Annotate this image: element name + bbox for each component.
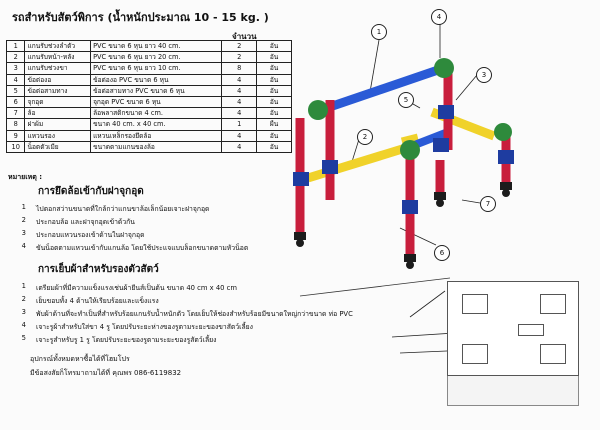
parts-cell-qty: 4 — [221, 140, 258, 153]
tail-hole — [518, 324, 544, 336]
step-text: ประกอบแหวนรองเข้าด้านในฝาจุกอุด — [36, 231, 145, 239]
fabric-hem-strip — [447, 376, 579, 406]
callout-5: 5 — [398, 92, 414, 108]
step-number: 3 — [21, 308, 26, 316]
parts-cell-spec: ขนาดตามแกนของล้อ — [90, 140, 223, 153]
section1-step: 4 ขันน็อตตามแหวนเข้ากับแกนล้อ โดยใช้ประแจ… — [18, 242, 249, 253]
step-number: 1 — [21, 282, 26, 290]
step-text: เย็บขอบทั้ง 4 ด้านให้เรียบร้อยและแข็งแรง — [36, 297, 159, 305]
section1-heading: การยึดล้อเข้ากับฝาจุกอุด — [38, 186, 144, 197]
fabric-layout-diagram — [447, 281, 579, 376]
step-number: 2 — [21, 295, 26, 303]
parts-cell-unit: อัน — [256, 129, 292, 142]
parts-cell-no: 8 — [5, 118, 26, 131]
callout-2: 2 — [357, 129, 373, 145]
step-number: 1 — [21, 203, 26, 211]
parts-cell-unit: อัน — [256, 140, 292, 153]
step-text: ประกอบล้อ และฝาจุกอุดเข้าด้วกัน — [36, 218, 135, 226]
document-title: รถสำหรับสัตว์พิการ (น้ำหนักประมาณ 10 - 1… — [12, 11, 269, 24]
leg-hole — [540, 294, 566, 314]
parts-cell-no: 10 — [5, 140, 26, 153]
section2-step: 3 พับผ้าด้านที่จะทำเป็นที่สำหรับร้อยแกนรั… — [18, 308, 353, 319]
step-text: ขันน็อตตามแหวนเข้ากับแกนล้อ โดยใช้ประแจแ… — [36, 244, 249, 252]
section2-step: 4 เจาะรูผ้าสำหรับใส่ขา 4 รู โดยปรับระยะห่… — [18, 321, 253, 332]
parts-cell-unit: ผืน — [256, 118, 292, 131]
parts-cell-spec: แหวนเหล็กรองยึดล้อ — [90, 129, 223, 142]
section1-step: 2 ประกอบล้อ และฝาจุกอุดเข้าด้วกัน — [18, 216, 135, 227]
step-number: 2 — [21, 216, 26, 224]
step-number: 3 — [21, 229, 26, 237]
note-label: หมายเหตุ : — [8, 173, 43, 181]
section2-step: 1 เตรียมผ้าที่มีความแข็งแรงเช่นผ้ายีนส์เป… — [18, 282, 237, 293]
step-text: เจาะรูสำหรับรู 1 รู โดยปรับระยะของรูตามร… — [36, 336, 217, 344]
parts-cell-no: 9 — [5, 129, 26, 142]
step-number: 4 — [21, 242, 26, 250]
step-text: พับผ้าด้านที่จะทำเป็นที่สำหรับร้อยแกนรับ… — [36, 310, 353, 318]
leg-hole — [462, 344, 488, 364]
section2-step: 2 เย็บขอบทั้ง 4 ด้านให้เรียบร้อยและแข็งแร… — [18, 295, 159, 306]
quantity-header: จำนวน — [232, 32, 257, 41]
leg-hole — [540, 344, 566, 364]
footer-line-2: มีข้อสงสัยก็โทรมาถามได้ที่ คุณพร 086-611… — [30, 369, 182, 377]
section2-heading: การเย็บผ้าสำหรับรองตัวสัตว์ — [38, 264, 159, 275]
section2-step: 5 เจาะรูสำหรับรู 1 รู โดยปรับระยะของรูตาม… — [18, 334, 217, 345]
step-text: เตรียมผ้าที่มีความแข็งแรงเช่นผ้ายีนส์เป็… — [36, 284, 237, 292]
callout-6: 6 — [434, 245, 450, 261]
callout-3: 3 — [476, 67, 492, 83]
section1-step: 1 ไปตอกสว่านขนาดที่ใกล้กว่าแกนขาล้อเล็กน้… — [18, 203, 210, 214]
parts-cell-no: 5 — [5, 84, 26, 97]
step-text: เจาะรูผ้าสำหรับใส่ขา 4 รู โดยปรับระยะห่า… — [36, 323, 253, 331]
callout-4: 4 — [431, 9, 447, 25]
step-number: 5 — [21, 334, 26, 342]
parts-cell-no: 1 — [5, 39, 26, 53]
callout-1: 1 — [371, 24, 387, 40]
parts-cell-spec: ขนาด 40 cm. x 40 cm. — [90, 118, 223, 131]
section1-step: 3 ประกอบแหวนรองเข้าด้านในฝาจุกอุด — [18, 229, 145, 240]
step-text: ไปตอกสว่านขนาดที่ใกล้กว่าแกนขาล้อเล็กน้อ… — [36, 205, 210, 213]
leg-hole — [462, 294, 488, 314]
footer-line-1: อุปกรณ์ทั้งหมดหาซื้อได้ที่โฮมโปร — [30, 355, 130, 363]
step-number: 4 — [21, 321, 26, 329]
callout-7: 7 — [480, 196, 496, 212]
